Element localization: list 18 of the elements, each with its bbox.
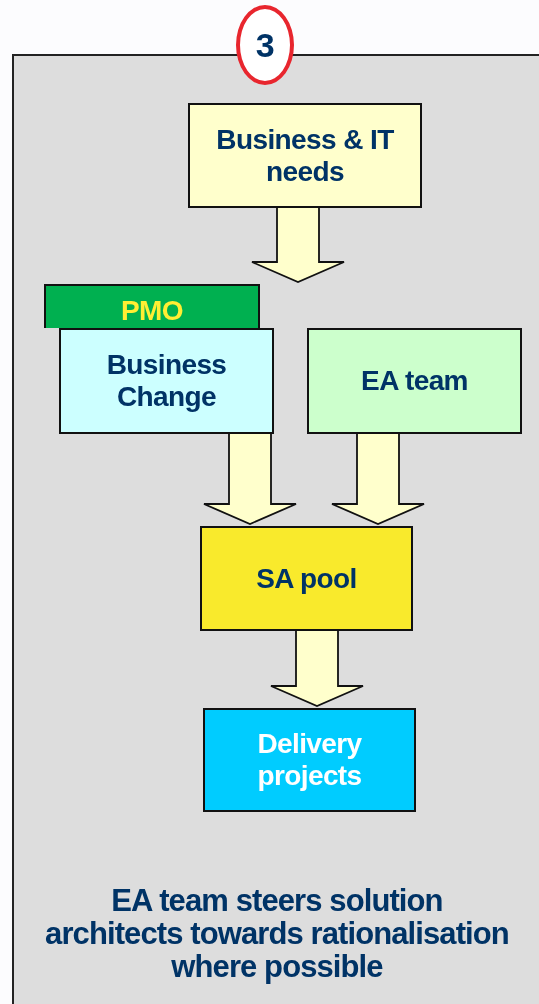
step-number: 3 bbox=[254, 29, 276, 61]
process-box bbox=[200, 526, 413, 631]
process-box bbox=[307, 328, 522, 434]
block-arrow bbox=[270, 628, 364, 707]
process-box bbox=[59, 328, 274, 434]
box-label: EA team bbox=[360, 365, 469, 397]
block-arrow bbox=[203, 431, 297, 525]
box-label: Delivery projects bbox=[256, 728, 363, 792]
box-label: SA pool bbox=[255, 562, 358, 595]
box-label: Business Change bbox=[105, 349, 228, 413]
process-box bbox=[203, 708, 416, 812]
block-arrow bbox=[251, 205, 345, 283]
caption-text: EA team steers solution architects towards rationalisation where possible bbox=[44, 884, 510, 983]
process-box bbox=[44, 284, 260, 328]
process-box bbox=[188, 103, 422, 208]
block-arrow bbox=[331, 431, 425, 525]
box-label: Business & IT needs bbox=[215, 123, 395, 188]
box-label: PMO bbox=[120, 295, 184, 327]
